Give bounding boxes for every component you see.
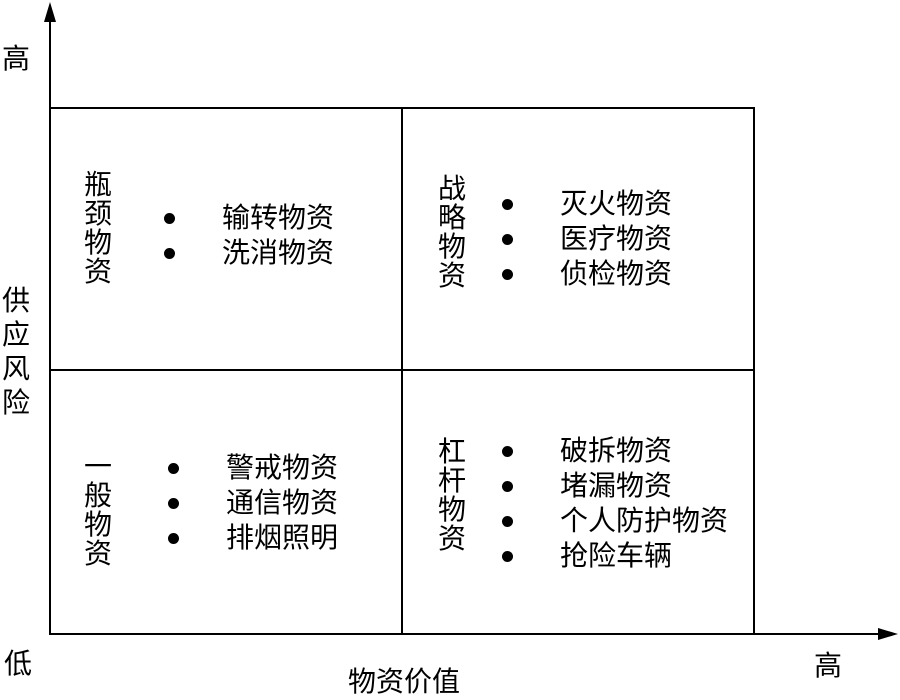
list-item: 输转物资: [164, 200, 334, 235]
list-item-label: 排烟照明: [226, 521, 339, 554]
list-item-label: 通信物资: [226, 486, 339, 519]
list-item-label: 医疗物资: [560, 222, 673, 255]
list-item: 灭火物资: [502, 186, 672, 221]
x-axis-low-label: 低: [4, 647, 33, 680]
bullet-icon: [164, 248, 175, 259]
bullet-icon: [164, 213, 175, 224]
list-item: 通信物资: [168, 485, 338, 520]
bullet-icon: [168, 463, 179, 474]
x-axis-title: 物资价值: [348, 665, 461, 698]
bullet-icon: [502, 269, 513, 280]
bullet-icon: [502, 446, 513, 457]
bullet-icon: [502, 199, 513, 210]
quadrant-bottom-right-items: 破拆物资堵漏物资个人防护物资抢险车辆: [502, 433, 728, 573]
list-item: 医疗物资: [502, 221, 672, 256]
list-item-label: 抢险车辆: [560, 539, 673, 572]
quadrant-bottom-right-name-text: 杠杆物资: [438, 435, 467, 555]
bullet-icon: [168, 533, 179, 544]
quadrant-top-right-items: 灭火物资医疗物资侦检物资: [502, 186, 672, 291]
quadrant-bottom-left-name: 一般物资: [84, 452, 114, 568]
list-item: 抢险车辆: [502, 538, 728, 573]
list-item-label: 破拆物资: [560, 434, 673, 467]
quadrant-bottom-left-name-text: 一般物资: [84, 450, 113, 570]
list-item: 洗消物资: [164, 235, 334, 270]
quadrant-bottom-right-name: 杠杆物资: [438, 437, 468, 553]
bullet-icon: [502, 234, 513, 245]
quadrant-top-right-name: 战略物资: [438, 174, 468, 290]
y-axis-title: 供应风险: [2, 284, 32, 420]
x-axis-high-label: 高: [814, 649, 843, 682]
list-item: 破拆物资: [502, 433, 728, 468]
list-item: 堵漏物资: [502, 468, 728, 503]
quadrant-top-left-name-text: 瓶颈物资: [84, 168, 113, 288]
list-item-label: 堵漏物资: [560, 469, 673, 502]
list-item: 警戒物资: [168, 450, 338, 485]
list-item-label: 个人防护物资: [560, 504, 729, 537]
list-item: 侦检物资: [502, 256, 672, 291]
bullet-icon: [502, 551, 513, 562]
quadrant-top-left-name: 瓶颈物资: [84, 170, 114, 286]
bullet-icon: [502, 481, 513, 492]
quadrant-top-left-items: 输转物资洗消物资: [164, 200, 334, 270]
list-item-label: 输转物资: [222, 201, 335, 234]
y-axis-title-text: 供应风险: [2, 284, 31, 419]
bullet-icon: [502, 516, 513, 527]
bullet-icon: [168, 498, 179, 509]
list-item: 个人防护物资: [502, 503, 728, 538]
list-item-label: 侦检物资: [560, 257, 673, 290]
list-item-label: 警戒物资: [226, 451, 339, 484]
quadrant-top-right-name-text: 战略物资: [438, 172, 467, 292]
y-axis-arrow-icon: [44, 2, 56, 22]
list-item: 排烟照明: [168, 520, 338, 555]
list-item-label: 灭火物资: [560, 187, 673, 220]
y-axis-high-label: 高: [2, 42, 31, 75]
quadrant-bottom-left-items: 警戒物资通信物资排烟照明: [168, 450, 338, 555]
list-item-label: 洗消物资: [222, 236, 335, 269]
x-axis-arrow-icon: [878, 628, 898, 640]
